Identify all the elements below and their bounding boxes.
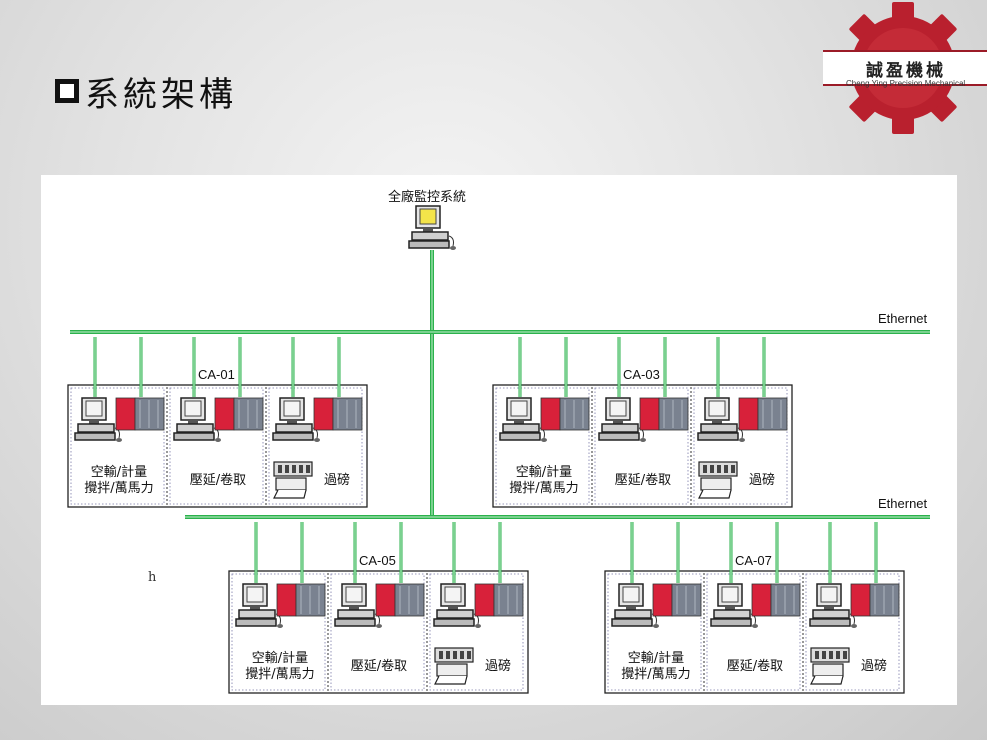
station-label: 壓延/卷取 (189, 473, 247, 488)
cell-id-label: CA-05 (359, 553, 396, 568)
station-label: 空輸/計量 攪拌/萬馬力 (509, 465, 579, 496)
stray-mark: h (148, 570, 157, 585)
logo-name: 誠盈機械 (866, 61, 946, 81)
cell-id-label: CA-07 (735, 553, 772, 568)
station-label: 壓延/卷取 (614, 473, 672, 488)
slide-title: 系統架構 (55, 68, 237, 115)
square-bullet-icon (55, 79, 79, 103)
diagram-panel (41, 175, 957, 705)
logo-gear-icon (823, 2, 987, 134)
station-label: 過磅 (324, 473, 351, 488)
title-text: 系統架構 (85, 74, 237, 115)
top-station-label: 全廠監控系統 (388, 190, 467, 205)
station-label: 過磅 (485, 659, 512, 674)
cell-id-label: CA-03 (623, 367, 660, 382)
station-label: 過磅 (749, 473, 776, 488)
cell-id-label: CA-01 (198, 367, 235, 382)
network-label-upper: Ethernet (878, 311, 928, 326)
station-label: 壓延/卷取 (726, 659, 784, 674)
station-label: 空輸/計量 攪拌/萬馬力 (621, 651, 691, 682)
station-label: 空輸/計量 攪拌/萬馬力 (245, 651, 315, 682)
station-label: 壓延/卷取 (350, 659, 408, 674)
logo-subtitle: Cheng Ying Precision Mechanical (846, 79, 966, 88)
station-label: 空輸/計量 攪拌/萬馬力 (84, 465, 154, 496)
network-label-lower: Ethernet (878, 496, 928, 511)
station-label: 過磅 (861, 659, 888, 674)
